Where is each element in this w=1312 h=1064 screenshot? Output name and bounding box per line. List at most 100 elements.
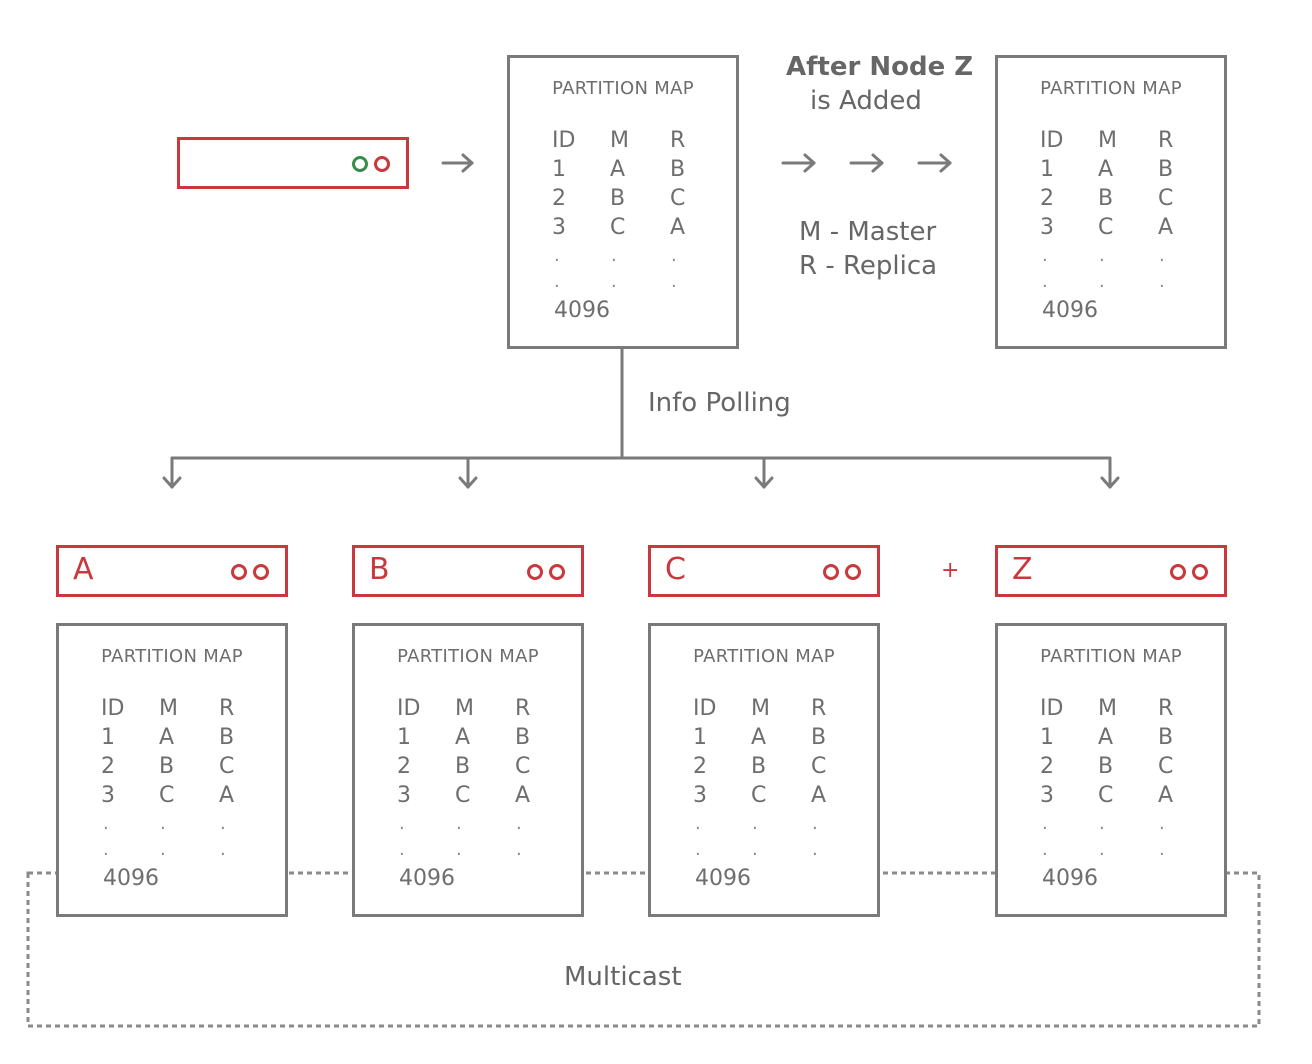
arrow-right-icon [781,153,816,173]
partition-map-last-id: 4096 [554,298,610,323]
table-cell: A [159,725,175,750]
column-header: ID [101,696,125,721]
ellipsis-dot: . [695,839,701,860]
arrow-down-icon [1100,456,1120,489]
table-cell: 2 [1040,186,1054,211]
table-cell: 2 [552,186,566,211]
ellipsis-dot: . [1159,813,1165,834]
table-cell: A [1098,725,1114,750]
table-cell: 2 [693,754,707,779]
ellipsis-dot: . [695,813,701,834]
table-cell: B [610,186,626,211]
column-header: R [811,696,827,721]
table-cell: B [159,754,175,779]
ellipsis-dot: . [1099,271,1105,292]
node-label: Z [1012,552,1033,587]
ellipsis-dots: .. [399,811,405,863]
table-cell: 1 [552,157,566,182]
column-header: R [670,128,686,153]
column-header: R [1158,696,1174,721]
table-cell: 3 [1040,215,1054,240]
node-label: C [665,552,686,587]
arrow-right-icon [917,153,952,173]
table-cell: C [219,754,235,779]
ellipsis-dot: . [611,245,617,266]
table-cell: B [751,754,767,779]
after-node-header: After Node Z [786,52,974,82]
ellipsis-dot: . [671,245,677,266]
column-header: R [515,696,531,721]
table-cell: C [515,754,531,779]
ellipsis-dot: . [160,813,166,834]
arrow-right-icon [849,153,884,173]
ellipsis-dot: . [812,813,818,834]
table-cell: A [1098,157,1114,182]
red-indicator-icon [253,564,269,580]
table-cell: B [1158,725,1174,750]
arrow-down-icon [458,456,478,489]
cluster-node-b: B [352,545,584,597]
ellipsis-dots: .. [695,811,701,863]
column-header: ID [397,696,421,721]
table-cell: 1 [101,725,115,750]
ellipsis-dot: . [456,813,462,834]
table-cell: 1 [1040,725,1054,750]
ellipsis-dot: . [220,839,226,860]
table-cell: B [219,725,235,750]
arrow-down-icon [162,456,182,489]
ellipsis-dot: . [1042,839,1048,860]
table-cell: B [811,725,827,750]
column-header: ID [1040,696,1064,721]
table-cell: A [751,725,767,750]
ellipsis-dots: .. [1099,243,1105,295]
ellipsis-dot: . [1159,271,1165,292]
ellipsis-dots: .. [103,811,109,863]
legend-master: M - Master [799,217,937,247]
table-cell: A [811,783,827,808]
arrow-right-icon [441,153,474,173]
table-cell: A [1158,215,1174,240]
ellipsis-dot: . [220,813,226,834]
cluster-node-a: A [56,545,288,597]
column-header: ID [1040,128,1064,153]
table-cell: C [811,754,827,779]
ellipsis-dot: . [554,271,560,292]
table-cell: C [1158,186,1174,211]
red-indicator-icon [231,564,247,580]
ellipsis-dot: . [1159,245,1165,266]
ellipsis-dot: . [1099,839,1105,860]
ellipsis-dot: . [1099,245,1105,266]
partition-map-title: PARTITION MAP [101,646,243,667]
plus-sign: + [941,558,960,583]
ellipsis-dots: .. [812,811,818,863]
source-node [177,137,409,189]
ellipsis-dots: .. [160,811,166,863]
partition-map-last-id: 4096 [695,866,751,891]
table-cell: C [159,783,175,808]
table-cell: 3 [693,783,707,808]
ellipsis-dots: .. [220,811,226,863]
red-indicator-icon [1192,564,1208,580]
ellipsis-dot: . [1042,271,1048,292]
ellipsis-dot: . [516,839,522,860]
ellipsis-dots: .. [611,243,617,295]
partition-map-title: PARTITION MAP [693,646,835,667]
table-cell: C [455,783,471,808]
ellipsis-dot: . [812,839,818,860]
